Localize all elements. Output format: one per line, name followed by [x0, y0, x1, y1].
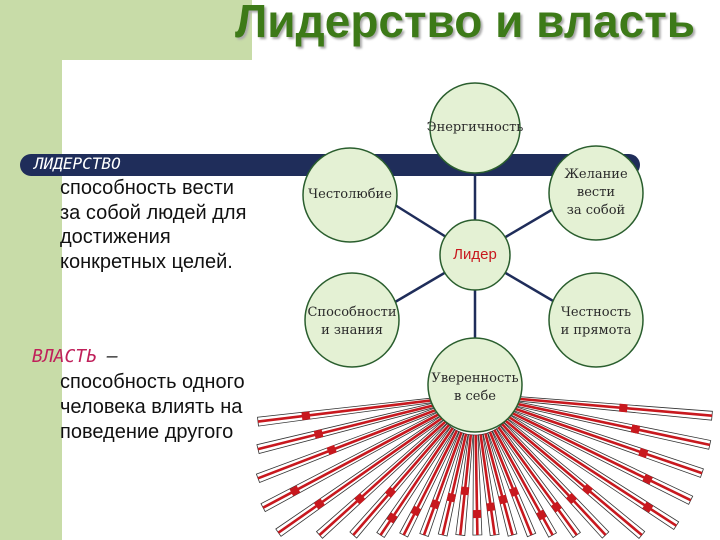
node-ambition — [302, 147, 398, 243]
ray-block-15 — [430, 499, 441, 510]
ray-core-1 — [513, 402, 711, 447]
node-leader — [439, 219, 511, 291]
ray-block-12 — [473, 509, 482, 519]
ray-core-15 — [422, 432, 463, 536]
ray-block-18 — [384, 486, 397, 498]
ray-core-7 — [497, 426, 578, 536]
ray-core-23 — [257, 403, 437, 451]
red-ray-burst — [255, 395, 713, 539]
ray-block-16 — [410, 505, 422, 517]
ray-core-0 — [514, 397, 713, 417]
ray-block-7 — [550, 501, 562, 513]
node-confidence — [427, 337, 523, 433]
ray-block-5 — [581, 483, 594, 495]
ray-block-21 — [289, 485, 301, 497]
ray-core-6 — [501, 423, 607, 536]
ray-core-24 — [257, 398, 436, 423]
label-leader: Лидер — [453, 246, 497, 263]
node-desire-to-lead — [548, 145, 644, 241]
ray-core-20 — [277, 416, 443, 534]
ray-block-4 — [642, 501, 654, 513]
label-ambition: Честолюбие — [308, 187, 392, 202]
top-decor-band — [0, 0, 252, 60]
ray-block-2 — [638, 447, 649, 459]
ray-block-20 — [313, 498, 325, 510]
ray-core-2 — [512, 406, 703, 475]
ray-core-10 — [484, 433, 514, 536]
ray-block-8 — [536, 509, 547, 521]
ray-block-3 — [642, 473, 653, 485]
ray-block-17 — [386, 512, 398, 524]
ray-core-12 — [474, 434, 479, 536]
ray-block-24 — [301, 411, 311, 421]
label-desire-to-lead: Желание вести за собой — [564, 167, 628, 218]
ray-block-19 — [354, 493, 366, 505]
node-energy — [429, 82, 521, 174]
node-honesty — [548, 272, 644, 368]
ray-block-14 — [446, 492, 457, 503]
ray-block-1 — [630, 424, 641, 434]
ray-block-13 — [460, 486, 470, 496]
node-abilities — [304, 272, 400, 368]
node-circles — [302, 82, 644, 433]
ray-block-6 — [565, 492, 578, 505]
ray-block-10 — [498, 494, 508, 505]
ray-core-9 — [488, 431, 533, 536]
slide-title: Лидерство и власть — [235, 0, 696, 47]
ray-core-16 — [402, 430, 458, 536]
power-dash: – — [107, 346, 118, 367]
label-confidence: Уверенность в себе — [431, 371, 519, 404]
ray-core-22 — [257, 408, 439, 480]
ray-core-13 — [459, 434, 473, 536]
ray-block-11 — [486, 502, 496, 512]
ray-core-3 — [510, 411, 692, 502]
ray-core-11 — [479, 434, 496, 536]
ray-block-22 — [326, 444, 337, 456]
ray-block-9 — [508, 486, 520, 498]
ray-core-5 — [504, 419, 643, 536]
ray-core-14 — [441, 433, 468, 536]
ray-block-23 — [313, 429, 324, 439]
leadership-definition: способность вести за собой людей для дос… — [60, 177, 247, 273]
leadership-term: ЛИДЕРСТВО — [34, 154, 121, 173]
ray-core-19 — [318, 420, 447, 536]
power-term: ВЛАСТЬ — [32, 346, 98, 367]
power-term-line: ВЛАСТЬ– — [32, 346, 118, 367]
ray-block-0 — [618, 403, 628, 413]
ray-core-18 — [352, 424, 450, 536]
left-decor-band — [0, 0, 62, 540]
label-abilities: Способности и знания — [307, 305, 397, 338]
label-honesty: Честность и прямота — [560, 305, 632, 338]
power-definition: способность одного человека влиять на по… — [60, 371, 245, 443]
label-energy: Энергичность — [426, 120, 524, 135]
